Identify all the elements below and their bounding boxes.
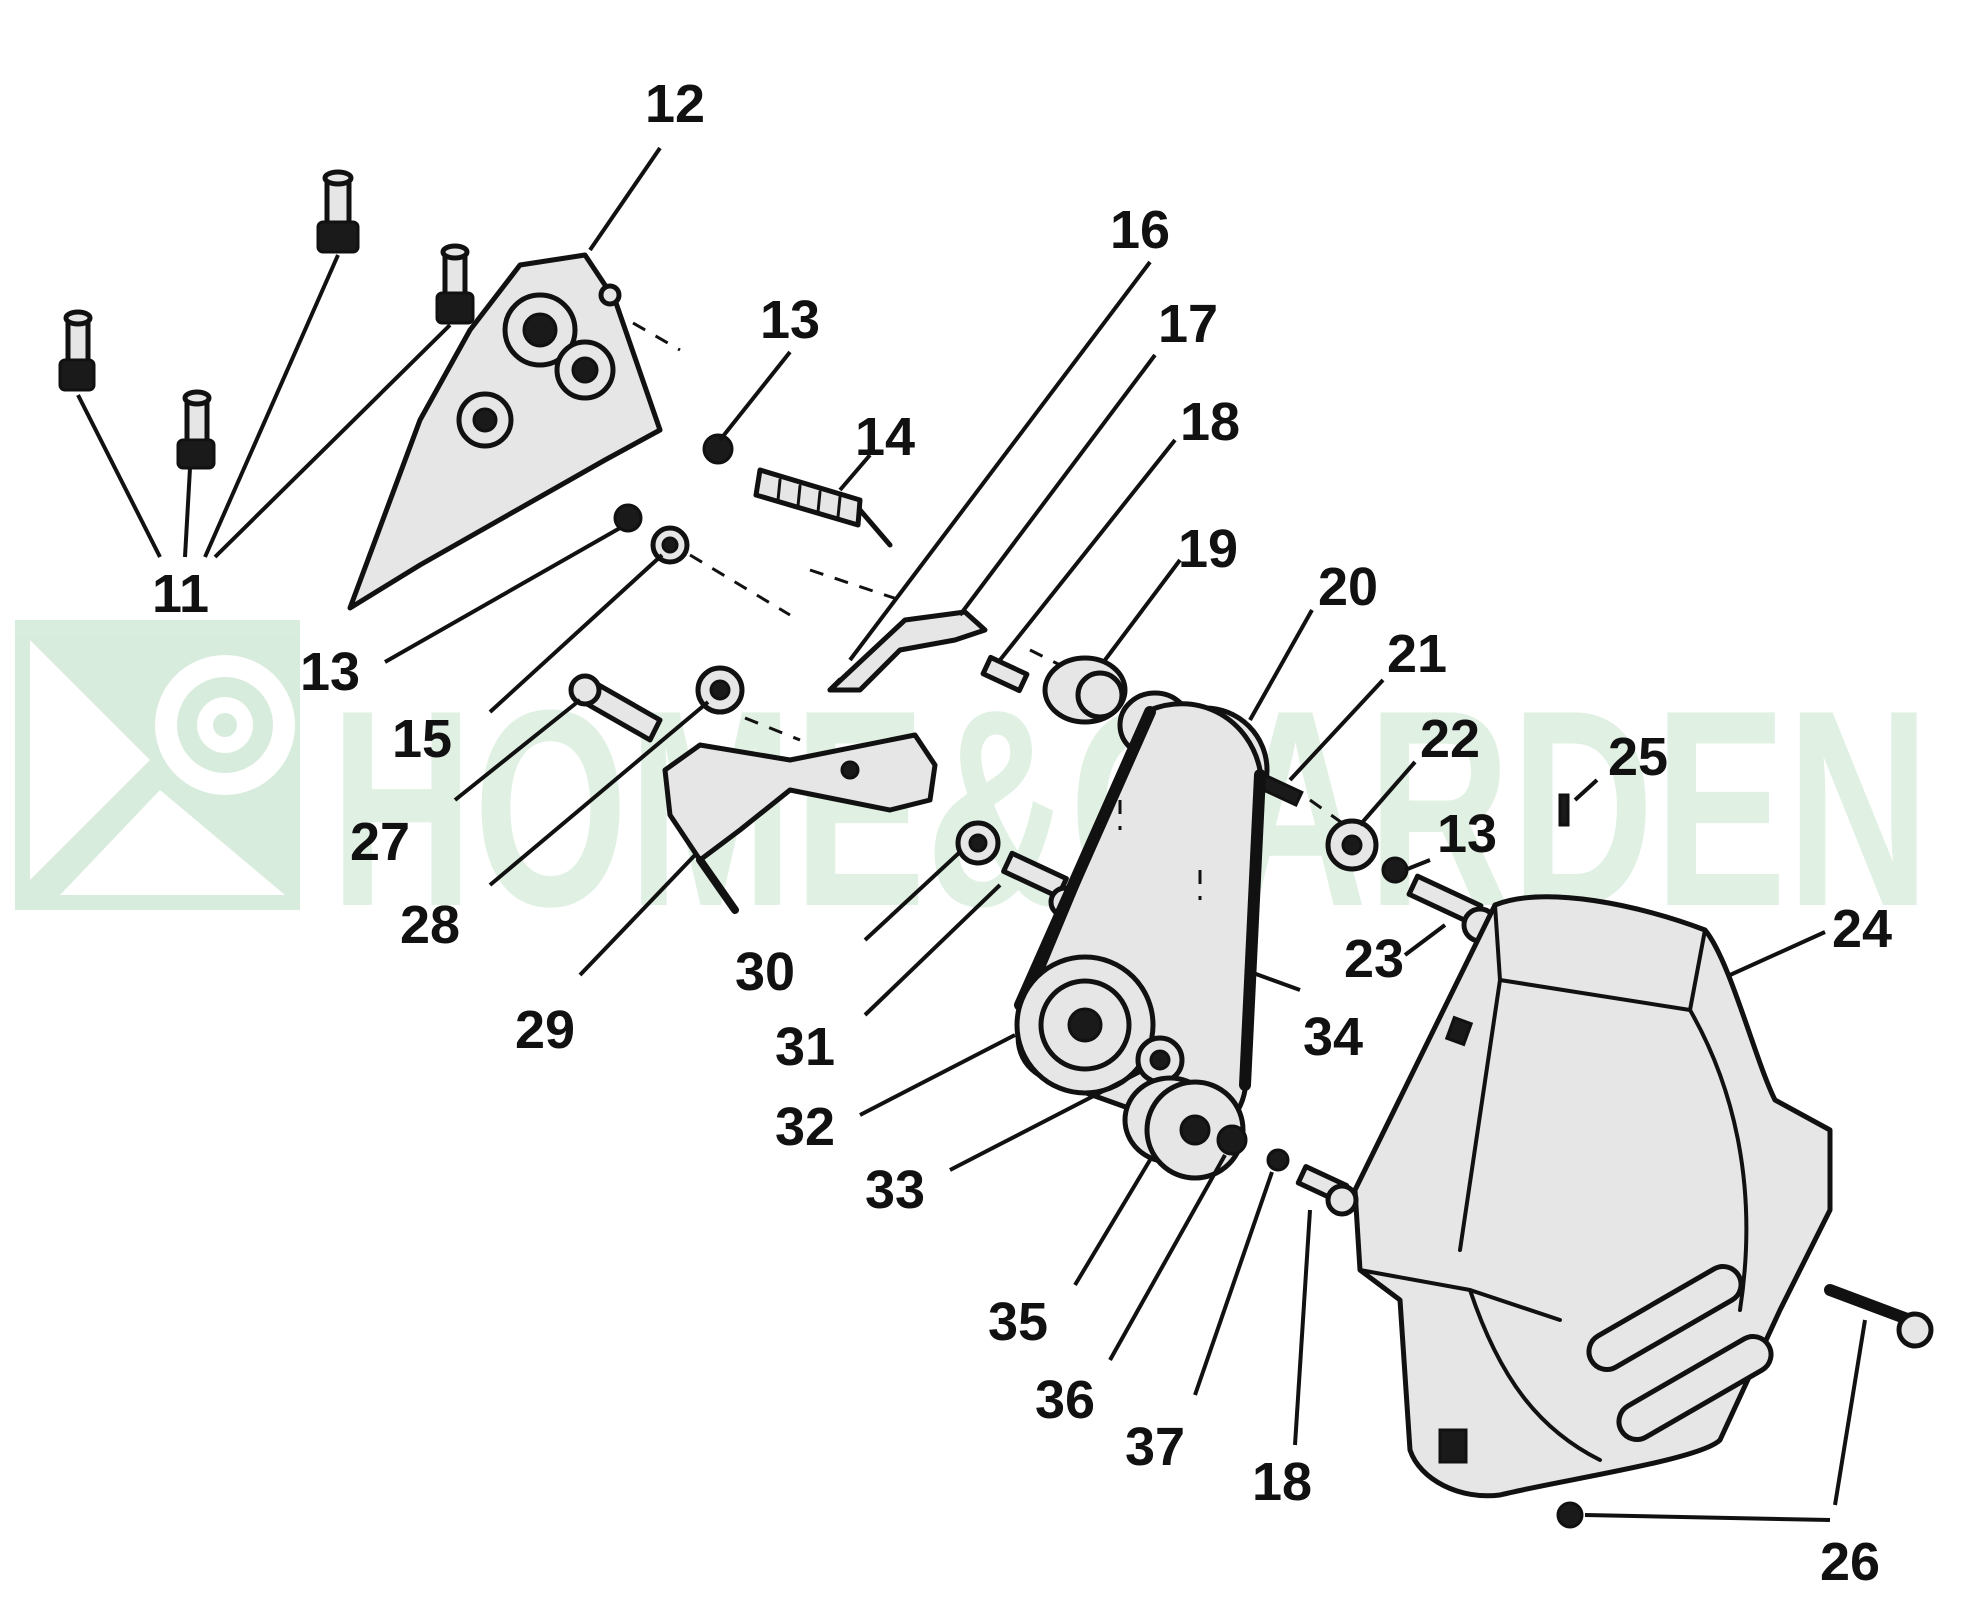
bolt-set-11: [58, 169, 475, 470]
washer-30: [955, 820, 1001, 866]
callout-16: 16: [1110, 200, 1170, 260]
callout-29: 29: [515, 1000, 575, 1060]
callout-15: 15: [392, 709, 452, 769]
watermark-logo: [15, 620, 300, 910]
callout-20: 20: [1318, 557, 1378, 617]
callout-12: 12: [645, 74, 705, 134]
assembly-lines: [632, 321, 1346, 900]
callout-14: 14: [855, 407, 915, 467]
bracket-12: [347, 252, 663, 611]
callout-35: 35: [988, 1292, 1048, 1352]
washer-22: [1325, 818, 1379, 872]
washer-13: [702, 433, 734, 465]
callout-28: 28: [400, 895, 460, 955]
callout-18: 18: [1252, 1452, 1312, 1512]
callout-13: 13: [1437, 804, 1497, 864]
callout-13: 13: [300, 642, 360, 702]
washer-37: [1266, 1148, 1290, 1172]
pulley-32: [1014, 954, 1156, 1096]
nut-15: [650, 525, 690, 565]
callout-labels: 11 12 13 14 13 15 16 17 18 19 20 21 22 2…: [152, 74, 1892, 1592]
callout-31: 31: [775, 1017, 835, 1077]
bolt: [58, 309, 96, 392]
callout-26: 26: [1820, 1532, 1880, 1592]
bolt: [435, 243, 475, 325]
callout-30: 30: [735, 942, 795, 1002]
pin-27: [568, 673, 663, 743]
bolt: [316, 169, 360, 254]
callout-18: 18: [1180, 392, 1240, 452]
spring-14: [753, 467, 893, 548]
callout-37: 37: [1125, 1417, 1185, 1477]
washer-13-right: [1381, 856, 1409, 884]
callout-19: 19: [1178, 519, 1238, 579]
bolt-18: [980, 654, 1030, 694]
bolt: [176, 389, 216, 470]
washer-13-lower: [613, 503, 643, 533]
callout-34: 34: [1303, 1007, 1363, 1067]
callout-23: 23: [1344, 929, 1404, 989]
callout-11: 11: [152, 564, 209, 624]
callout-25: 25: [1608, 727, 1668, 787]
belt-cover-24: [1352, 894, 1833, 1499]
bolt-26: [1556, 1284, 1934, 1529]
spacer-19: [1042, 655, 1128, 725]
leader-lines: [76, 146, 1867, 1522]
lever-16: [827, 609, 988, 693]
callout-22: 22: [1420, 709, 1480, 769]
callout-21: 21: [1387, 624, 1447, 684]
bolt-18-lower: [1295, 1164, 1359, 1217]
screw-25: [1558, 793, 1570, 827]
washer-28: [695, 665, 745, 715]
washer-36: [1216, 1124, 1248, 1156]
tension-arm-29: [662, 732, 938, 914]
callout-27: 27: [350, 812, 410, 872]
callout-24: 24: [1832, 899, 1892, 959]
callout-32: 32: [775, 1097, 835, 1157]
callout-17: 17: [1158, 294, 1218, 354]
callout-33: 33: [865, 1160, 925, 1220]
callout-13: 13: [760, 290, 820, 350]
idler-33: [1135, 1035, 1185, 1085]
callout-36: 36: [1035, 1370, 1095, 1430]
